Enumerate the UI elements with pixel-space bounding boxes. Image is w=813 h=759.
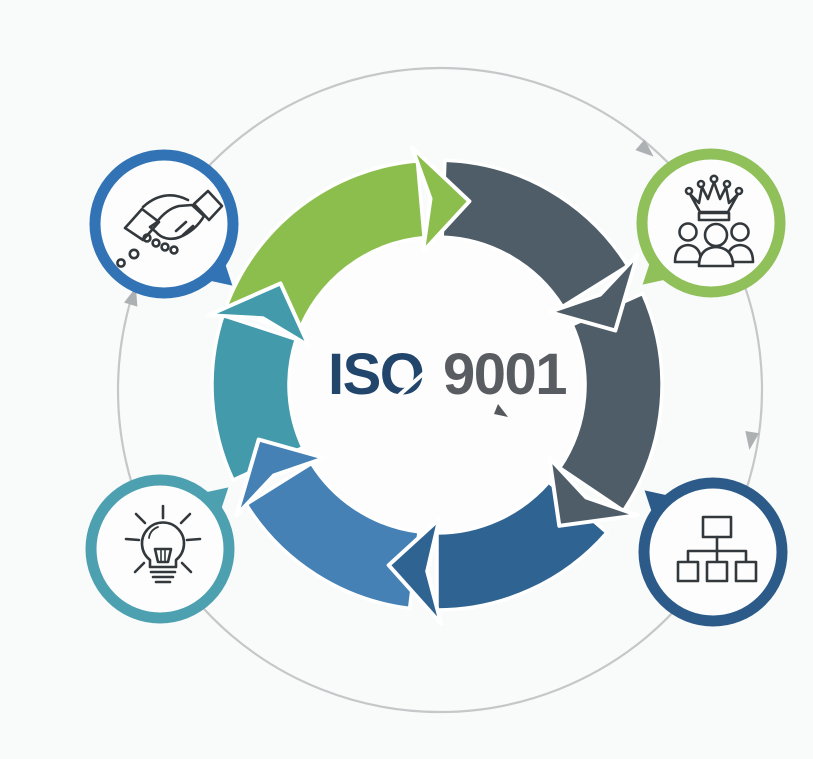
center-title: ISO 9001 — [328, 342, 568, 417]
lightbulb-icon — [124, 504, 202, 584]
handshake-icon — [116, 189, 224, 268]
ring-inner-disc — [287, 235, 587, 535]
outer-cycle-line — [116, 66, 764, 714]
node-top-right — [636, 148, 786, 298]
ring-arrowhead-slate-upper — [547, 252, 640, 333]
process-ring — [206, 145, 664, 626]
ring-arrowhead-teal — [206, 281, 311, 348]
node-top-left — [89, 149, 239, 299]
node-bottom-left — [85, 474, 235, 624]
node-circle-top-left — [89, 149, 239, 299]
crown-team-icon — [673, 174, 755, 268]
ring-arrowhead-green — [409, 145, 472, 254]
outer-cycle — [116, 66, 764, 714]
org-chart-icon — [676, 515, 758, 583]
ring-arrowhead-dark-blue — [386, 517, 444, 626]
flow-arrow-right-down — [745, 431, 760, 450]
small-mark-artifact — [494, 404, 508, 417]
node-circle-top-right — [636, 148, 786, 298]
title-code: 9001 — [443, 342, 566, 407]
ring-arrowhead-medium-blue — [234, 437, 327, 518]
title-slash-decoration — [394, 348, 452, 400]
title-iso: ISO — [328, 342, 423, 407]
flow-arrow-top-right-down — [635, 139, 654, 157]
ring-arrowhead-slate-lower — [547, 456, 640, 528]
node-bottom-right — [638, 477, 788, 627]
